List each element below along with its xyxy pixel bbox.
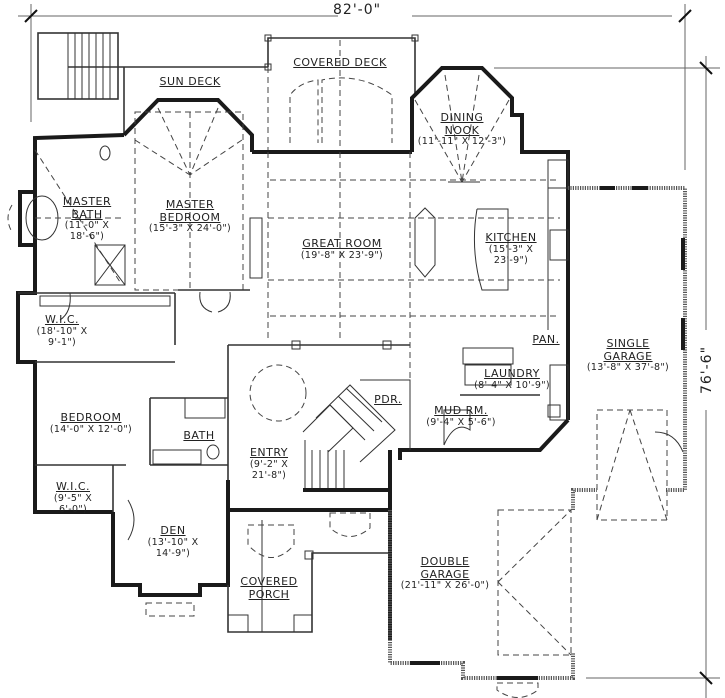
room-dining-nook: DINING NOOK (11'-11" X 12'-3")	[417, 111, 507, 148]
room-name: DINING	[440, 111, 484, 124]
sun-deck-structure	[37, 32, 268, 135]
room-name: BATH	[183, 429, 215, 442]
room-size: (21'-11" X 26'-0")	[400, 580, 490, 592]
covered-porch-structure	[227, 508, 390, 633]
overall-width-dimension: 82'-0"	[333, 2, 382, 18]
room-double-garage: DOUBLE GARAGE (21'-11" X 26'-0")	[400, 555, 490, 592]
room-name: BEDROOM	[60, 411, 122, 424]
room-master-bedroom: MASTER BEDROOM (15'-3" X 24'-0")	[148, 198, 232, 235]
room-name: COVERED DECK	[293, 56, 387, 69]
entry-staircase	[302, 379, 411, 640]
room-den: DEN (13'-10" X 14'-9")	[147, 524, 199, 559]
room-kitchen: KITCHEN (15'-3" X 23'-9")	[485, 231, 537, 266]
room-size: (9'-2" X	[249, 458, 289, 470]
room-name: SINGLE	[606, 337, 650, 350]
covered-deck-structure	[264, 34, 419, 150]
room-size: 6'-0")	[58, 503, 88, 515]
room-name: BATH	[71, 207, 103, 221]
room-size: (13'-8" X 37'-8")	[586, 362, 670, 374]
room-size: (8'-4" X 10'-9")	[474, 379, 550, 391]
wic-master-walls	[18, 292, 176, 363]
room-name: KITCHEN	[485, 231, 537, 244]
double-garage-walls	[388, 488, 597, 698]
room-size: (13'-10" X	[147, 536, 199, 548]
room-master-bath: MASTER BATH (11'-0" X 18'-6")	[62, 195, 112, 243]
room-entry: ENTRY (9'-2" X 21'-8")	[249, 446, 289, 481]
room-great-room: GREAT ROOM (19'-8" X 23'-9")	[300, 237, 384, 262]
room-name: PAN.	[532, 333, 560, 346]
great-room-fixtures	[249, 207, 509, 291]
room-name: DEN	[160, 524, 186, 537]
room-name: MUD RM.	[434, 404, 488, 417]
room-size: (15'-3" X	[488, 243, 534, 255]
hall-walls	[178, 152, 560, 480]
room-name: GREAT ROOM	[302, 237, 382, 250]
room-size: (11'-0" X	[64, 220, 110, 232]
room-laundry: LAUNDRY (8'-4" X 10'-9")	[474, 367, 550, 392]
room-name: SUN DECK	[159, 75, 221, 88]
room-wic-bedroom: W.I.C. (9'-5" X 6'-0")	[53, 480, 93, 515]
room-sun-deck: SUN DECK	[159, 75, 221, 89]
room-size: 9'-1")	[47, 336, 77, 348]
room-size: 23'-9")	[493, 254, 529, 266]
room-name: COVERED	[240, 575, 298, 588]
room-size: 21'-8")	[251, 469, 287, 481]
room-name: W.I.C.	[55, 480, 91, 493]
room-size: (19'-8" X 23'-9")	[300, 249, 384, 261]
room-covered-deck: COVERED DECK	[293, 56, 387, 70]
room-size: 14'-9")	[155, 547, 191, 559]
room-name: W.I.C.	[44, 313, 80, 326]
room-size: (11'-11" X 12'-3")	[417, 136, 507, 148]
dimension-lines	[18, 4, 720, 698]
room-mud-room: MUD RM. (9'-4" X 5'-6")	[426, 404, 496, 429]
room-name: LAUNDRY	[484, 367, 540, 380]
room-name: GARAGE	[420, 567, 470, 581]
room-name: ENTRY	[249, 446, 289, 459]
room-name: GARAGE	[603, 349, 653, 363]
room-size: 18'-6")	[69, 231, 105, 243]
room-name: DOUBLE	[420, 555, 470, 568]
room-name: PORCH	[248, 587, 290, 601]
room-name: MASTER	[62, 195, 112, 208]
bedroom-walls	[33, 397, 228, 514]
single-garage-walls	[568, 186, 687, 521]
room-wic-master: W.I.C. (18'-10" X 9'-1")	[36, 313, 88, 348]
overall-depth-dimension: 76'-6"	[699, 345, 716, 395]
kitchen-cabinets	[462, 159, 569, 421]
room-bath: BATH	[183, 429, 215, 443]
room-size: (9'-5" X	[53, 492, 93, 504]
room-covered-porch: COVERED PORCH	[240, 575, 298, 601]
room-single-garage: SINGLE GARAGE (13'-8" X 37'-8")	[586, 337, 670, 374]
room-pdr: PDR.	[374, 393, 402, 407]
dining-nook-walls	[410, 66, 570, 420]
room-size: (14'-0" X 12'-0")	[49, 423, 133, 435]
room-pantry: PAN.	[532, 333, 560, 347]
room-name: PDR.	[374, 393, 402, 406]
room-name: BEDROOM	[159, 210, 221, 224]
master-bedroom-walls	[122, 98, 412, 291]
room-size: (9'-4" X 5'-6")	[426, 416, 496, 428]
laundry-walls	[398, 394, 570, 460]
room-size: (15'-3" X 24'-0")	[148, 223, 232, 235]
room-name: NOOK	[444, 123, 480, 137]
den-walls	[111, 480, 230, 617]
room-size: (18'-10" X	[36, 325, 88, 337]
room-bedroom: BEDROOM (14'-0" X 12'-0")	[49, 411, 133, 436]
room-name: MASTER	[165, 198, 215, 211]
